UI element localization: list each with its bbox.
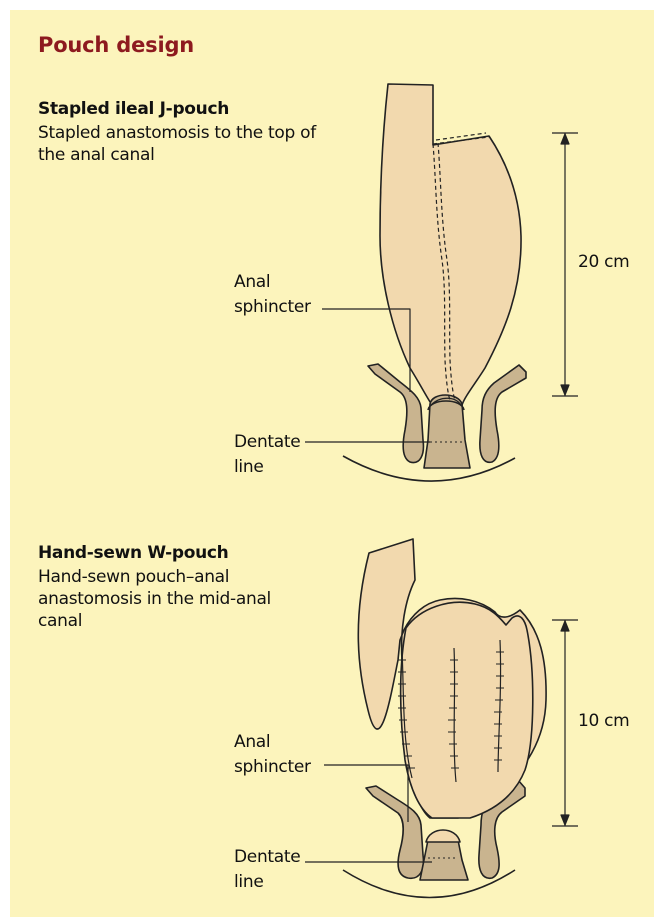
w-pouch-sphincter-leader [324, 765, 408, 822]
j-pouch-body [380, 84, 521, 405]
w-pouch-dimension [552, 620, 578, 826]
j-pouch-left-sphincter [368, 364, 423, 463]
w-pouch-illustration [305, 539, 578, 898]
w-pouch-anastomosis [426, 830, 460, 842]
j-pouch-right-sphincter [480, 365, 526, 462]
j-pouch-illustration [305, 84, 578, 481]
w-pouch-inner-loop [401, 602, 533, 818]
w-pouch-left-sphincter [366, 786, 423, 878]
j-pouch-dimension [552, 133, 578, 396]
